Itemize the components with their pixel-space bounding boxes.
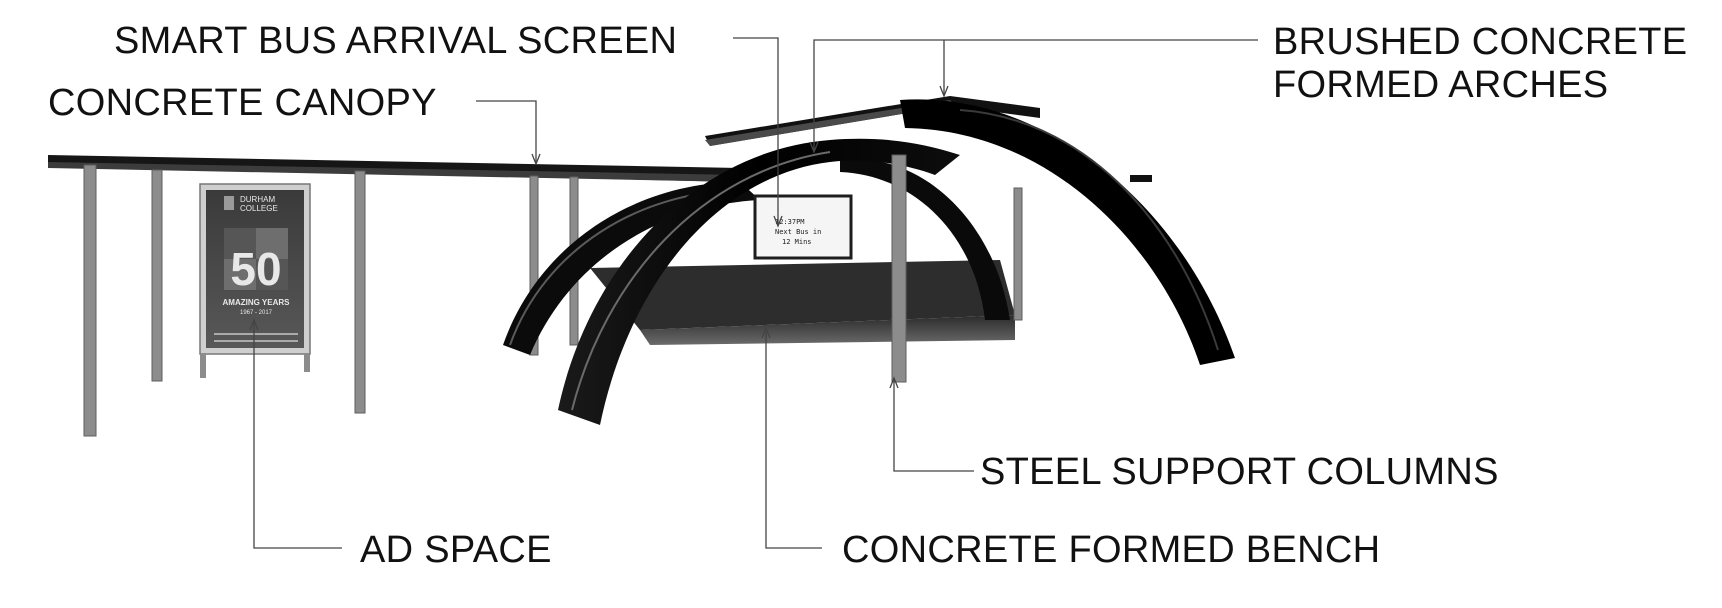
concrete-canopy: [48, 155, 740, 182]
screen-next-bus: Next Bus in: [775, 228, 821, 236]
label-arches-line2: FORMED ARCHES: [1273, 64, 1608, 106]
main-front-arch: [558, 138, 960, 426]
leader-lines: [249, 37, 1258, 549]
arch-shelter-posts: [891, 154, 1023, 383]
shelter-roof: [705, 96, 1152, 182]
label-concrete-bench: CONCRETE FORMED BENCH: [842, 529, 1380, 571]
canopy-posts: [83, 164, 579, 437]
right-large-arch: [900, 99, 1235, 365]
label-arches-line1: BRUSHED CONCRETE: [1273, 21, 1687, 63]
label-arrival-screen: SMART BUS ARRIVAL SCREEN: [114, 20, 677, 62]
screen-minutes: 12 Mins: [782, 238, 812, 246]
concrete-bench: [590, 260, 1015, 345]
screen-time: 12:37PM: [775, 218, 805, 226]
label-steel-columns: STEEL SUPPORT COLUMNS: [980, 451, 1499, 493]
right-back-arch: [840, 159, 1010, 320]
ad-brand-line1: DURHAM: [240, 195, 275, 204]
ad-big-number: 50: [230, 243, 281, 295]
college-crest-icon: [224, 196, 234, 210]
ad-brand-line2: COLLEGE: [240, 204, 278, 213]
arrival-screen: 12:37PM Next Bus in 12 Mins: [753, 194, 853, 260]
label-concrete-canopy: CONCRETE CANOPY: [48, 82, 437, 124]
ad-tagline: AMAZING YEARS: [223, 298, 291, 307]
ad-panel: DURHAM COLLEGE 50 AMAZING YEARS 1967 - 2…: [199, 183, 311, 378]
ad-years: 1967 - 2017: [240, 310, 273, 316]
label-ad-space: AD SPACE: [360, 529, 552, 571]
